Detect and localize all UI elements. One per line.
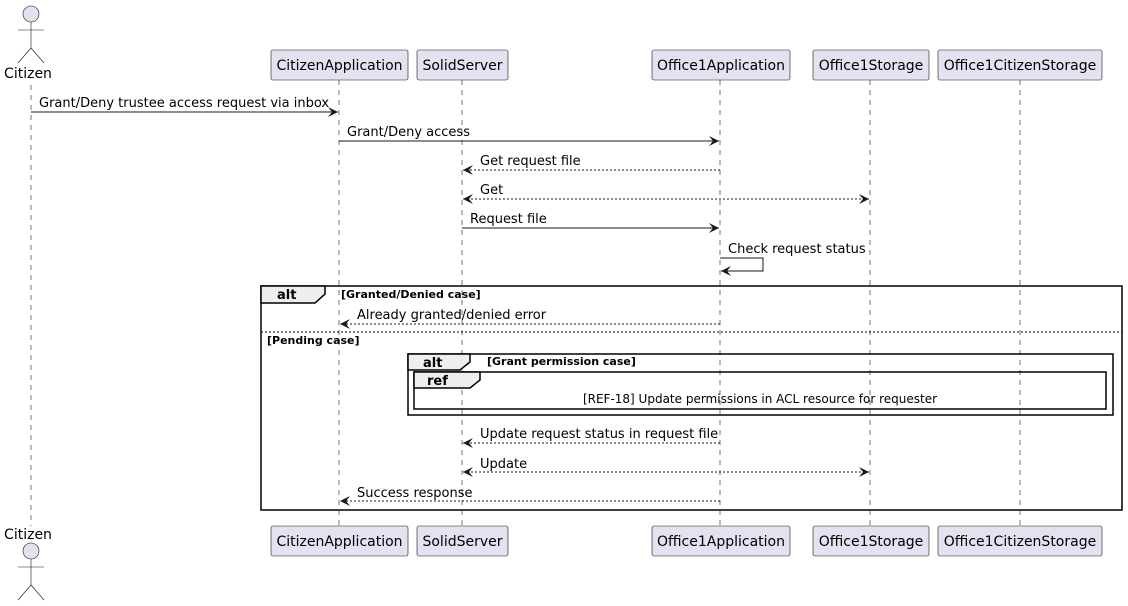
participant-label-office1-application: Office1Application bbox=[657, 534, 785, 550]
message-label: Request file bbox=[470, 212, 547, 227]
fragment-guard: [Granted/Denied case] bbox=[341, 288, 481, 301]
participant-label-office1-storage: Office1Storage bbox=[819, 534, 924, 550]
message-already-granted-error: Already granted/denied error bbox=[340, 308, 720, 329]
participant-label-office1-application: Office1Application bbox=[657, 58, 785, 74]
message-label: Already granted/denied error bbox=[357, 308, 547, 323]
participant-box bbox=[937, 49, 1103, 81]
participant-box bbox=[270, 49, 409, 81]
participant-label-citizen: Citizen bbox=[4, 527, 52, 543]
alt-fragment-inner: alt [Grant permission case] bbox=[407, 353, 1114, 416]
message-label: Update request status in request file bbox=[480, 427, 718, 442]
fragment-guard: [Pending case] bbox=[267, 334, 360, 347]
participant-label-citizen-application: CitizenApplication bbox=[276, 58, 402, 74]
actor-right-leg-icon bbox=[30, 47, 45, 64]
ref-keyword: ref bbox=[427, 374, 448, 389]
message-check-request-status: Check request status bbox=[720, 242, 866, 276]
participant-box bbox=[651, 49, 791, 81]
participant-box bbox=[812, 49, 930, 81]
fragment-frame bbox=[260, 285, 1123, 511]
actor-right-leg-icon bbox=[30, 584, 45, 601]
ref-tab bbox=[413, 371, 481, 389]
message-label: Grant/Deny access bbox=[347, 125, 470, 140]
message-update-request-status: Update request status in request file bbox=[463, 427, 720, 448]
message-label: Check request status bbox=[728, 242, 866, 257]
message-label: Get bbox=[480, 183, 503, 198]
participant-office1-application-top: Office1Application bbox=[651, 49, 791, 81]
message-label: Get request file bbox=[480, 154, 581, 169]
message-grant-deny-access: Grant/Deny access bbox=[339, 125, 719, 146]
participant-box bbox=[651, 525, 791, 557]
actor-head-icon bbox=[22, 542, 40, 560]
message-arrow bbox=[720, 257, 764, 276]
participant-label-office1-citizen-storage: Office1CitizenStorage bbox=[944, 58, 1096, 74]
participant-office1-citizen-storage-top: Office1CitizenStorage bbox=[937, 49, 1103, 81]
participant-office1-application-bottom: Office1Application bbox=[651, 525, 791, 557]
message-label: Update bbox=[480, 457, 527, 472]
fragment-tab bbox=[407, 353, 471, 371]
participant-office1-storage-top: Office1Storage bbox=[812, 49, 930, 81]
actor-left-leg-icon bbox=[17, 584, 32, 601]
message-get: Get bbox=[463, 183, 869, 204]
participant-box bbox=[416, 49, 509, 81]
actor-citizen-top: Citizen bbox=[4, 5, 52, 82]
participant-label-office1-storage: Office1Storage bbox=[819, 58, 924, 74]
ref-frame bbox=[413, 371, 1107, 410]
participant-box bbox=[812, 525, 930, 557]
fragment-keyword: alt bbox=[423, 356, 442, 371]
participant-citizen-application-bottom: CitizenApplication bbox=[270, 525, 409, 557]
message-success-response: Success response bbox=[340, 486, 720, 506]
message-label: Success response bbox=[357, 486, 473, 501]
alt-fragment-outer: alt [Granted/Denied case] [Pending case] bbox=[260, 285, 1123, 511]
participant-box bbox=[270, 525, 409, 557]
participant-office1-citizen-storage-bottom: Office1CitizenStorage bbox=[937, 525, 1103, 557]
message-get-request-file: Get request file bbox=[463, 154, 720, 175]
participant-solid-server-top: SolidServer bbox=[416, 49, 509, 81]
participant-citizen-application-top: CitizenApplication bbox=[270, 49, 409, 81]
ref-text: [REF-18] Update permissions in ACL resou… bbox=[583, 392, 937, 406]
fragment-keyword: alt bbox=[277, 288, 296, 303]
participant-box bbox=[937, 525, 1103, 557]
participant-label-citizen: Citizen bbox=[4, 66, 52, 82]
fragment-frame bbox=[407, 353, 1114, 416]
participant-label-office1-citizen-storage: Office1CitizenStorage bbox=[944, 534, 1096, 550]
participant-label-citizen-application: CitizenApplication bbox=[276, 534, 402, 550]
actor-citizen-bottom: Citizen bbox=[4, 527, 52, 601]
participant-box bbox=[416, 525, 509, 557]
message-request-file: Request file bbox=[462, 212, 719, 233]
fragment-guard: [Grant permission case] bbox=[487, 355, 636, 368]
actor-head-icon bbox=[22, 5, 40, 23]
fragment-tab bbox=[260, 285, 326, 304]
participant-solid-server-bottom: SolidServer bbox=[416, 525, 509, 557]
message-grant-deny-trustee: Grant/Deny trustee access request via in… bbox=[31, 96, 338, 117]
participant-office1-storage-bottom: Office1Storage bbox=[812, 525, 930, 557]
participant-label-solid-server: SolidServer bbox=[422, 58, 502, 74]
participant-label-solid-server: SolidServer bbox=[422, 534, 502, 550]
message-label: Grant/Deny trustee access request via in… bbox=[39, 96, 329, 111]
ref-fragment: ref [REF-18] Update permissions in ACL r… bbox=[413, 371, 1107, 410]
message-update: Update bbox=[463, 457, 869, 477]
actor-left-leg-icon bbox=[17, 47, 32, 64]
